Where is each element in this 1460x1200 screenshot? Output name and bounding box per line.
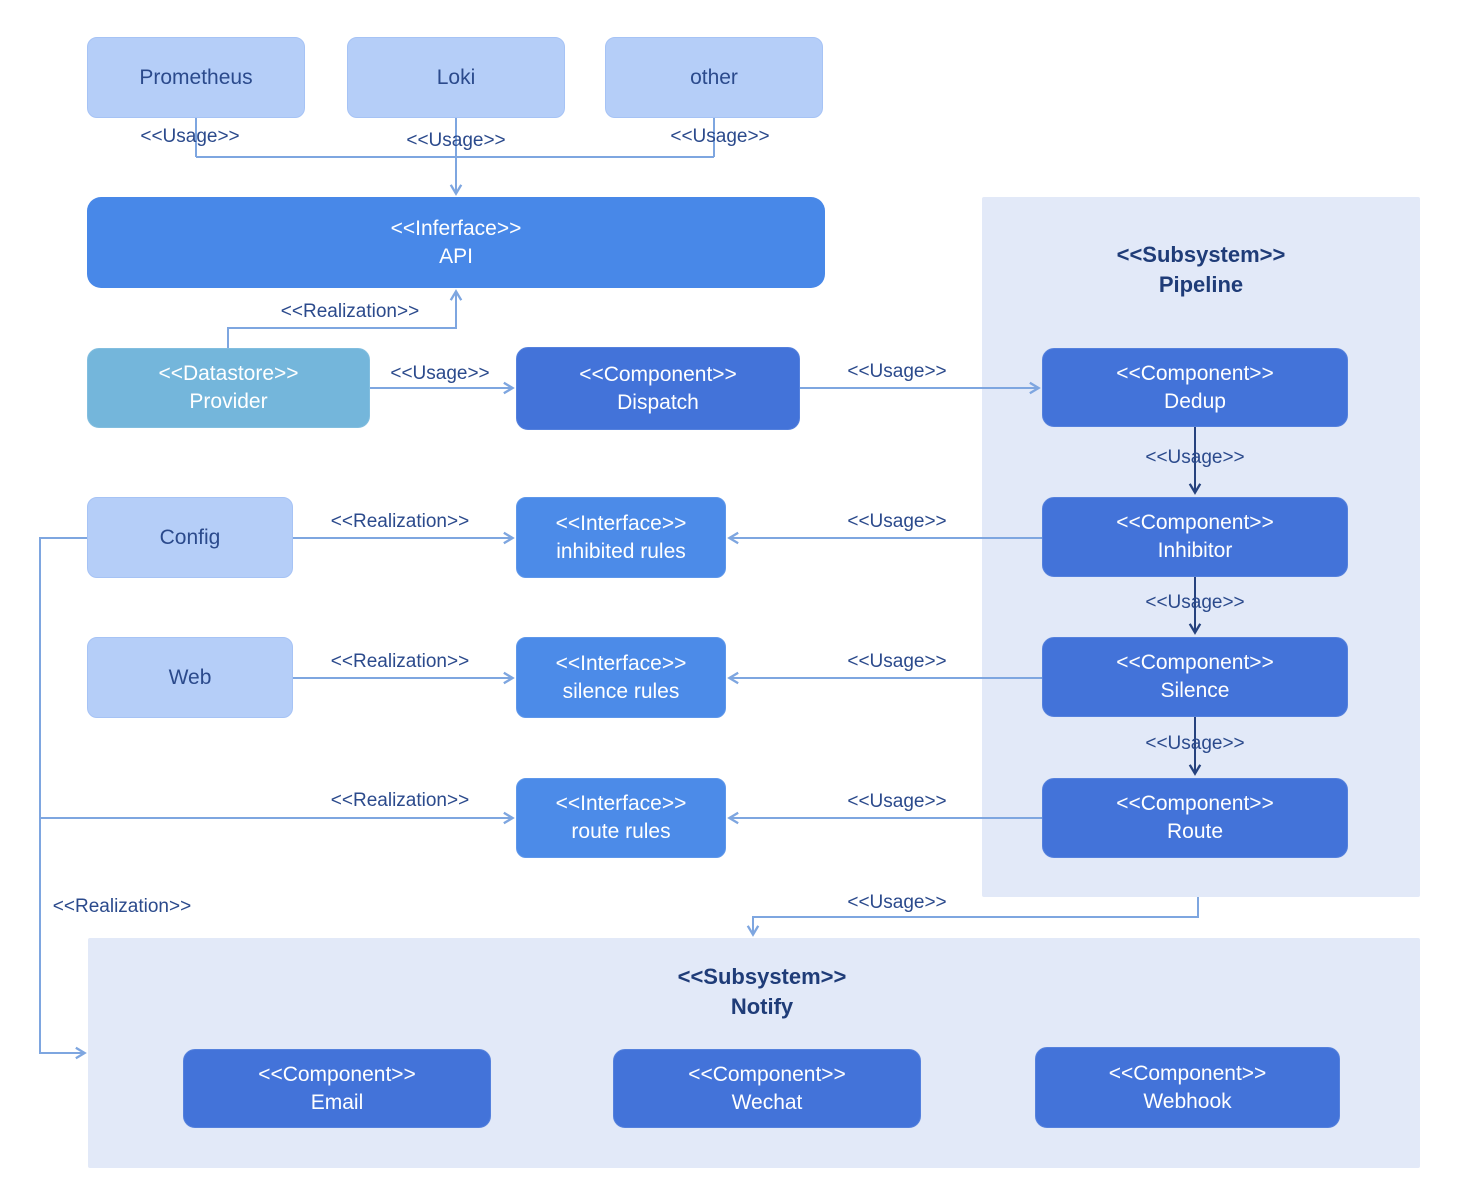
node-api-name: API [439, 244, 473, 268]
node-email-name: Email [310, 1090, 364, 1114]
node-silence-rules-stereotype: <<Interface>> [555, 651, 687, 675]
connector-pipeline-usage-notify [746, 897, 1199, 937]
connector-config-realization-notify [39, 537, 87, 1060]
node-config: Config [87, 497, 293, 578]
edge-label-usage-pipeline-notify: <<Usage>> [847, 892, 947, 913]
node-prometheus: Prometheus [87, 37, 305, 118]
node-dispatch: <<Component>> Dispatch [516, 347, 800, 430]
node-provider-name: Provider [189, 390, 268, 413]
node-inhibitor-name: Inhibitor [1157, 539, 1233, 562]
node-inhibitor: <<Component>> Inhibitor [1042, 497, 1348, 577]
edge-label-usage-dispatch-dedup: <<Usage>> [847, 361, 947, 382]
subsystem-pipeline-title: <<Subsystem>> Pipeline [1117, 240, 1286, 300]
node-inhibited-rules-name: inhibited rules [556, 539, 686, 563]
connector-provider-realization-api [227, 289, 463, 348]
edge-label-usage-silence-route: <<Usage>> [1145, 733, 1245, 754]
edge-label-usage-loki: <<Usage>> [406, 130, 506, 151]
edge-label-usage-other: <<Usage>> [670, 126, 770, 147]
edge-label-usage-silence-rules: <<Usage>> [847, 651, 947, 672]
node-dedup-name: Dedup [1164, 389, 1226, 413]
node-inhibitor-stereotype: <<Component>> [1116, 511, 1274, 534]
node-silence-rules: <<Interface>> silence rules [516, 637, 726, 718]
node-web-label: Web [168, 665, 212, 689]
node-api: <<Inferface>> API [87, 197, 825, 288]
node-inhibited-rules-stereotype: <<Interface>> [555, 511, 687, 535]
node-email: <<Component>> Email [183, 1049, 491, 1128]
node-loki-label: Loki [436, 65, 476, 89]
node-dedup: <<Component>> Dedup [1042, 348, 1348, 427]
notify-name: Notify [730, 994, 794, 1019]
node-prometheus-label: Prometheus [139, 65, 253, 89]
node-provider-stereotype: <<Datastore>> [158, 362, 299, 385]
edge-label-usage-prometheus: <<Usage>> [140, 126, 240, 147]
node-other-label: other [690, 65, 738, 89]
node-api-stereotype: <<Inferface>> [390, 216, 522, 240]
node-route-rules-name: route rules [571, 820, 671, 843]
node-provider: <<Datastore>> Provider [87, 348, 370, 428]
node-inhibited-rules: <<Interface>> inhibited rules [516, 497, 726, 578]
subsystem-notify-title: <<Subsystem>> Notify [678, 962, 847, 1022]
node-silence: <<Component>> Silence [1042, 637, 1348, 717]
node-silence-name: Silence [1160, 679, 1230, 702]
edge-label-usage-dedup-inhibitor: <<Usage>> [1145, 447, 1245, 468]
node-dispatch-name: Dispatch [617, 390, 699, 414]
node-wechat: <<Component>> Wechat [613, 1049, 921, 1128]
node-dedup-stereotype: <<Component>> [1116, 361, 1274, 385]
node-route-rules: <<Interface>> route rules [516, 778, 726, 858]
edge-label-usage-inhibitor-rules: <<Usage>> [847, 511, 947, 532]
edge-label-realization-config: <<Realization>> [330, 511, 470, 532]
node-route-rules-stereotype: <<Interface>> [555, 792, 687, 815]
node-webhook: <<Component>> Webhook [1035, 1047, 1340, 1128]
node-loki: Loki [347, 37, 565, 118]
pipeline-stereotype: <<Subsystem>> [1116, 242, 1286, 267]
edge-label-realization-route-rules: <<Realization>> [330, 790, 470, 811]
node-silence-stereotype: <<Component>> [1116, 651, 1274, 674]
edge-label-usage-provider-dispatch: <<Usage>> [390, 363, 490, 384]
edge-label-realization-notify: <<Realization>> [52, 896, 192, 917]
node-route: <<Component>> Route [1042, 778, 1348, 858]
node-config-label: Config [159, 525, 221, 549]
edge-label-realization-web: <<Realization>> [330, 651, 470, 672]
node-wechat-name: Wechat [731, 1090, 803, 1114]
node-other: other [605, 37, 823, 118]
pipeline-name: Pipeline [1158, 272, 1244, 297]
edge-label-realization-provider-api: <<Realization>> [280, 301, 420, 322]
node-webhook-stereotype: <<Component>> [1108, 1061, 1267, 1085]
node-route-stereotype: <<Component>> [1116, 792, 1274, 815]
node-web: Web [87, 637, 293, 718]
node-email-stereotype: <<Component>> [258, 1062, 416, 1086]
node-wechat-stereotype: <<Component>> [688, 1062, 846, 1086]
node-silence-rules-name: silence rules [562, 679, 680, 703]
node-dispatch-stereotype: <<Component>> [579, 362, 737, 386]
node-webhook-name: Webhook [1143, 1089, 1232, 1113]
notify-stereotype: <<Subsystem>> [677, 964, 847, 989]
edge-label-usage-route-rules: <<Usage>> [847, 791, 947, 812]
edge-label-usage-inhibitor-silence: <<Usage>> [1145, 592, 1245, 613]
node-route-name: Route [1166, 820, 1224, 843]
